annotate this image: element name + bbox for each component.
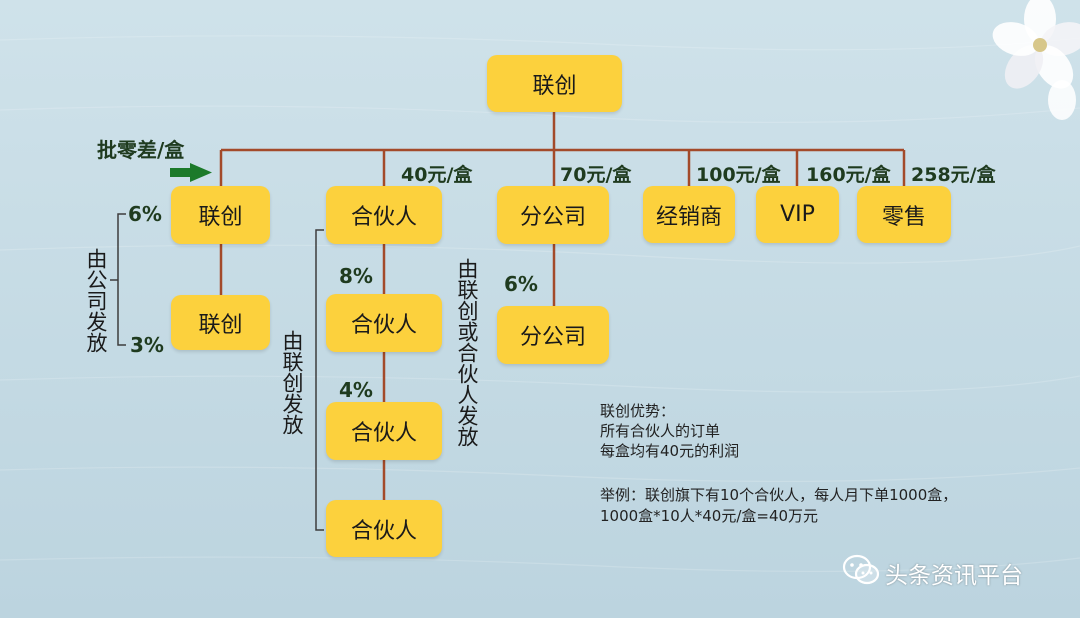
hierarchy-lines: [219, 112, 906, 500]
node-lianchuang-level1: 联创: [171, 186, 270, 244]
note-advantage-title: 联创优势：: [600, 402, 676, 420]
watermark-text: 头条资讯平台: [885, 563, 1023, 589]
flower-decoration: [992, 0, 1080, 89]
pct-left-bottom: 3%: [130, 333, 164, 357]
pct-partner-top: 8%: [339, 264, 373, 288]
pct-branch: 6%: [504, 272, 538, 296]
label-price-partner: 40元/盒: [401, 164, 473, 186]
label-price-dealer: 100元/盒: [696, 164, 781, 186]
label-wholesale-diff: 批零差/盒: [97, 138, 185, 162]
node-root-lianchuang: 联创: [487, 55, 622, 112]
arrow-right-icon: [170, 163, 212, 182]
node-vip: VIP: [756, 186, 839, 243]
label-price-branch: 70元/盒: [560, 164, 632, 186]
node-lianchuang-level2: 联创: [171, 295, 270, 350]
vlabel-lianchuang-issue: 由联创发放: [280, 330, 304, 435]
node-partner-4: 合伙人: [326, 500, 442, 557]
node-partner-2: 合伙人: [326, 294, 442, 352]
node-partner-1: 合伙人: [326, 186, 442, 244]
note-advantage-line2: 每盒均有40元的利润: [600, 442, 740, 460]
pct-partner-mid: 4%: [339, 378, 373, 402]
note-example-line1: 举例：联创旗下有10个合伙人，每人月下单1000盒，: [600, 486, 958, 504]
label-price-vip: 160元/盒: [806, 164, 891, 186]
vlabel-lianchuang-or-partner-issue: 由联创或合伙人发放: [455, 258, 479, 447]
node-branch-2: 分公司: [497, 306, 609, 364]
flower-decoration-small: [1048, 80, 1076, 120]
node-branch-1: 分公司: [497, 186, 609, 244]
node-retail: 零售: [857, 186, 951, 243]
node-dealer: 经销商: [643, 186, 735, 243]
pct-left-top: 6%: [128, 202, 162, 226]
note-example-line2: 1000盒*10人*40元/盒=40万元: [600, 507, 819, 525]
vlabel-company-issue: 由公司发放: [84, 248, 108, 353]
node-partner-3: 合伙人: [326, 402, 442, 460]
label-price-retail: 258元/盒: [911, 164, 996, 186]
brackets: [110, 213, 324, 531]
note-advantage-line1: 所有合伙人的订单: [600, 422, 721, 440]
wood-grain: [0, 35, 1080, 573]
wechat-icon: [842, 554, 880, 585]
